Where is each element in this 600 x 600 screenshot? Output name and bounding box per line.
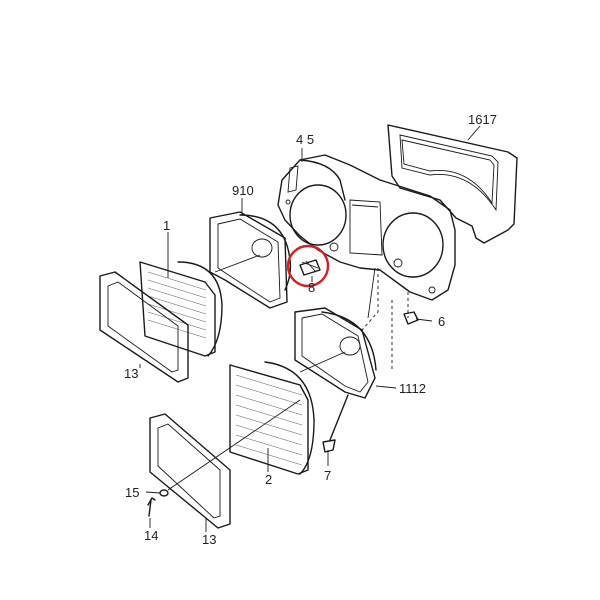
projection-upper [214, 254, 261, 273]
bracket-frame-1112 [294, 307, 377, 399]
adjuster-screw-8 [299, 259, 321, 276]
leader-15 [145, 491, 161, 494]
screw-7 [322, 394, 349, 453]
gasket-plate-1617 [387, 124, 518, 244]
bracket-frame-910 [209, 211, 292, 309]
label-6: 6 [438, 314, 445, 329]
label-13-upper: 13 [124, 366, 138, 381]
sealed-beam-lamp-2 [229, 361, 315, 475]
leader-1112 [375, 385, 397, 389]
screw-14 [147, 497, 156, 517]
label-1617: 1617 [468, 112, 497, 127]
assembly-line-a [361, 268, 379, 331]
housing-frame-45 [277, 154, 456, 301]
label-1: 1 [163, 218, 170, 233]
label-7: 7 [324, 468, 331, 483]
label-910: 910 [232, 183, 254, 198]
label-45: 4 5 [296, 132, 314, 147]
label-13-lower: 13 [202, 532, 216, 547]
sealed-beam-lamp-1 [139, 261, 223, 357]
nut-6 [403, 311, 419, 325]
label-1112: 1112 [399, 381, 426, 396]
trim-bezel-13-lower [149, 413, 231, 529]
leader-6 [415, 318, 433, 322]
washer-15 [159, 489, 169, 497]
leader-1617 [467, 125, 481, 141]
label-15: 15 [125, 485, 139, 500]
projection-screw [167, 399, 301, 491]
projection-lower [299, 351, 346, 373]
assembly-line-d [367, 267, 376, 319]
label-2: 2 [265, 472, 272, 487]
label-8: 8 [308, 280, 315, 295]
highlight-circle [286, 244, 330, 288]
trim-bezel-13-upper [99, 271, 189, 383]
label-14: 14 [144, 528, 158, 543]
